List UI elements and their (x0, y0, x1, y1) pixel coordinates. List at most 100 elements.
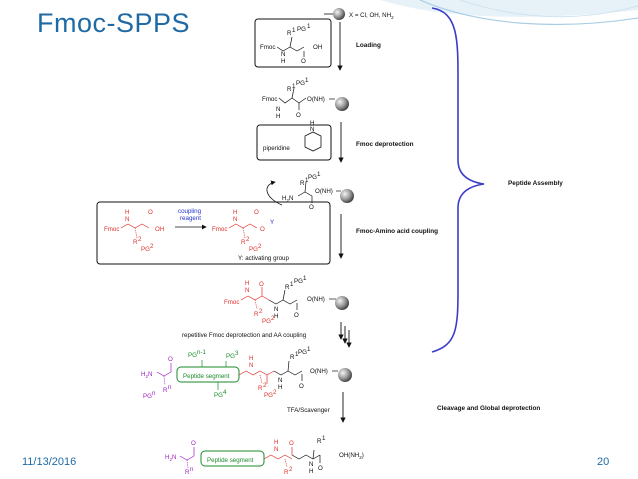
free-amine-resin: H2N R 1 PG 1 O(NH) O (266, 171, 354, 211)
svg-text:N: N (310, 126, 314, 133)
peptide-assembly-brace: Peptide Assembly (431, 7, 563, 353)
peptide-segment-box (200, 450, 265, 467)
svg-text:PG: PG (143, 393, 152, 400)
svg-text:O(NH): O(NH) (307, 296, 325, 303)
step-cleavage-reagent: TFA/Scavenger (287, 407, 330, 414)
svg-text:R: R (163, 387, 168, 394)
svg-text:H: H (274, 439, 278, 446)
svg-text:R: R (287, 30, 292, 37)
svg-text:Fmoc: Fmoc (224, 299, 239, 306)
resin-row: X = Cl, OH, NH2 (324, 8, 394, 20)
step-loading-label: Loading (356, 42, 381, 49)
svg-text:H: H (310, 120, 314, 127)
svg-text:O: O (299, 383, 304, 390)
svg-text:2: 2 (263, 382, 267, 389)
svg-text:O(NH): O(NH) (307, 96, 325, 103)
free-peptide: H2N R n O Peptide segment N H R 2 O N H … (165, 435, 364, 476)
svg-text:4: 4 (223, 389, 227, 396)
svg-text:H: H (245, 280, 249, 287)
svg-text:OH: OH (313, 44, 322, 51)
svg-text:R: R (254, 311, 259, 318)
svg-text:1: 1 (292, 27, 296, 34)
svg-text:Y: Y (270, 219, 274, 226)
h2n-group: H2N (282, 195, 293, 203)
svg-text:O: O (168, 356, 173, 363)
svg-text:N: N (309, 461, 313, 468)
svg-text:Peptide segment: Peptide segment (183, 373, 230, 380)
svg-text:1: 1 (303, 275, 307, 282)
loaded-resin: Fmoc N H R 1 PG 1 O(NH) O (262, 77, 349, 120)
nucleophilic-attack-arrow (266, 180, 283, 206)
svg-text:N: N (281, 51, 285, 58)
svg-text:1: 1 (305, 77, 309, 84)
svg-text:2: 2 (138, 236, 142, 243)
svg-text:O: O (296, 112, 301, 119)
piperidine-reagent-box: piperidine N H (256, 120, 332, 161)
svg-text:Fmoc: Fmoc (212, 226, 227, 233)
svg-text:1: 1 (322, 435, 326, 442)
svg-text:H: H (125, 209, 129, 216)
c-terminal-group: OH(NH2) (339, 452, 364, 460)
svg-text:N: N (125, 216, 129, 223)
step-cleavage-label: Cleavage and Global deprotection (437, 405, 540, 412)
svg-text:H: H (233, 209, 237, 216)
svg-text:1: 1 (307, 346, 311, 353)
svg-text:PG: PG (297, 26, 306, 33)
svg-text:1: 1 (317, 171, 321, 178)
svg-text:O: O (260, 226, 265, 233)
svg-text:2: 2 (271, 315, 275, 322)
svg-text:1: 1 (305, 177, 309, 184)
svg-text:H: H (249, 355, 253, 362)
step-repetitive-label: repetitive Fmoc deprotection and AA coup… (182, 332, 307, 339)
svg-text:O(NH): O(NH) (310, 368, 328, 375)
svg-text:1: 1 (295, 351, 299, 358)
svg-text:O: O (148, 209, 153, 216)
svg-text:O: O (294, 312, 299, 319)
activating-group-note: Y: activating group (238, 255, 289, 262)
svg-text:2: 2 (258, 243, 262, 250)
svg-text:O: O (289, 440, 294, 447)
activation-coupling-box: Fmoc N H O OH R 2 PG 2 coupling reagent … (96, 201, 331, 265)
svg-text:PG: PG (141, 246, 150, 253)
svg-text:PG: PG (226, 353, 235, 360)
svg-text:1: 1 (292, 83, 296, 90)
svg-text:n-1: n-1 (197, 349, 207, 356)
slide-page-number: 20 (597, 456, 610, 468)
svg-text:Fmoc: Fmoc (104, 226, 119, 233)
svg-text:reagent: reagent (180, 215, 201, 222)
svg-text:R: R (133, 239, 138, 246)
svg-text:3: 3 (235, 350, 239, 357)
svg-text:N: N (233, 216, 237, 223)
svg-text:O: O (318, 465, 323, 472)
svg-text:coupling: coupling (178, 208, 202, 215)
svg-text:R: R (285, 284, 290, 291)
svg-text:O: O (254, 209, 259, 216)
svg-text:R: R (290, 354, 295, 361)
svg-text:PG: PG (308, 174, 317, 181)
svg-text:2: 2 (273, 389, 277, 396)
svg-text:n: n (190, 466, 194, 473)
svg-text:1: 1 (290, 281, 294, 288)
resin-bead (335, 97, 349, 111)
svg-text:PG: PG (298, 349, 307, 356)
svg-text:O: O (301, 58, 306, 65)
svg-text:R: R (185, 469, 190, 476)
svg-text:2: 2 (150, 243, 154, 250)
svg-text:H: H (278, 384, 282, 391)
step-fmoc-deprotection-label: Fmoc deprotection (356, 141, 414, 148)
svg-text:N: N (274, 306, 278, 313)
svg-text:O(NH): O(NH) (315, 188, 333, 195)
svg-text:O: O (309, 204, 314, 211)
svg-text:Peptide segment: Peptide segment (207, 457, 254, 464)
step-coupling-label: Fmoc-Amino acid coupling (356, 228, 438, 235)
svg-text:PG: PG (296, 80, 305, 87)
svg-text:R: R (287, 86, 292, 93)
slide-title: Fmoc-SPPS (37, 8, 191, 38)
svg-text:OH: OH (155, 226, 164, 233)
svg-text:PG: PG (249, 246, 258, 253)
n-terminal-h2n: H2N (141, 371, 152, 379)
svg-text:N: N (276, 106, 280, 113)
svg-text:n: n (152, 390, 156, 397)
loading-amino-acid-box: Fmoc N H R 1 PG 1 OH O (254, 18, 332, 68)
resin-substituents: X = Cl, OH, NH2 (349, 12, 394, 20)
